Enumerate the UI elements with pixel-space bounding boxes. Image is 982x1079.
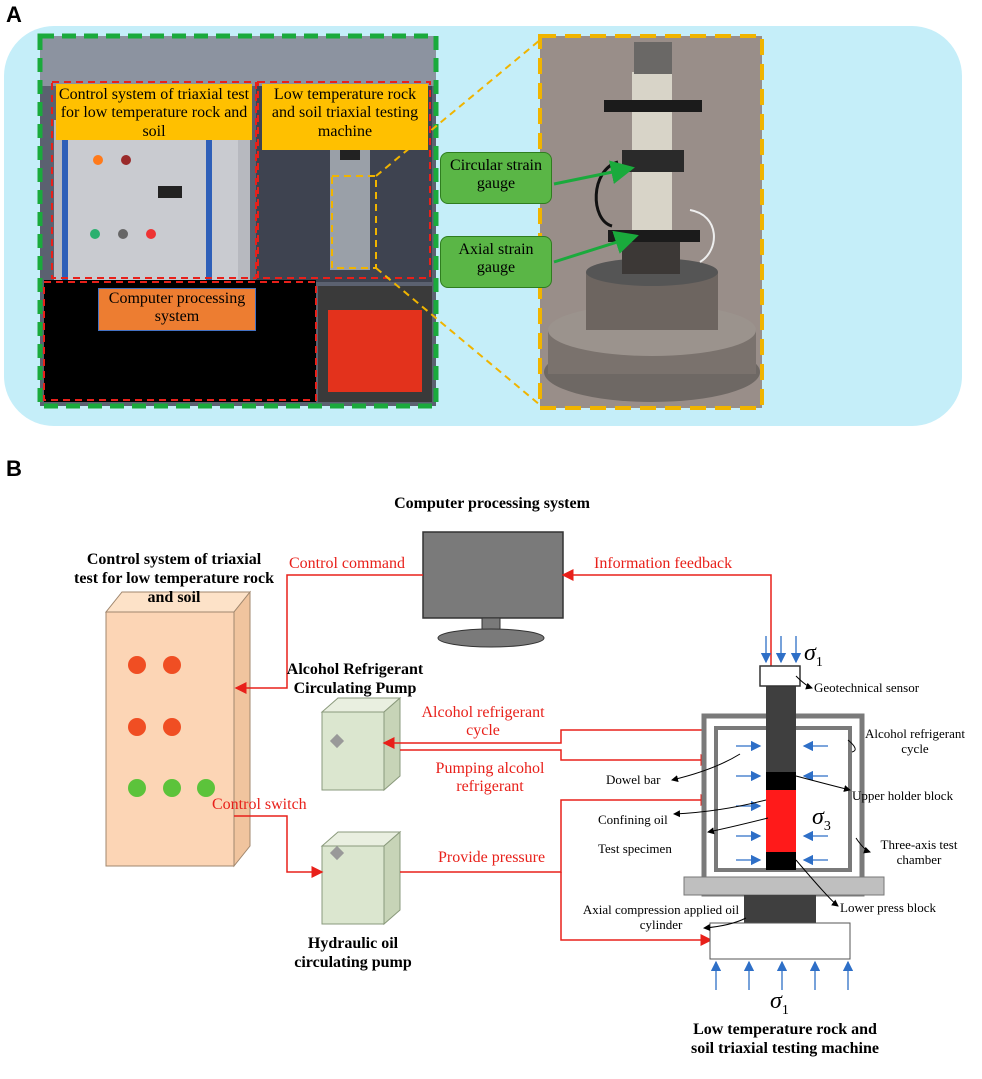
- flow-alcohol-cycle: Alcohol refrigerant cycle: [421, 704, 545, 739]
- part-geotechnical-sensor: Geotechnical sensor: [814, 680, 920, 695]
- part-three-axis: Three-axis test chamber: [880, 837, 958, 867]
- label-testing-machine: Low temperature rock and soil triaxial t…: [262, 84, 428, 150]
- part-upper-holder: Upper holder block: [852, 788, 954, 803]
- red-dashed-computer: [43, 281, 317, 401]
- information-feedback-line: [561, 569, 772, 666]
- part-lower-press: Lower press block: [840, 900, 937, 915]
- alcohol-cycle-line: [382, 729, 711, 749]
- label-circular-gauge: Circular strain gauge: [440, 152, 552, 204]
- part-dowel-bar: Dowel bar: [606, 772, 661, 787]
- hydraulic-pump-box: [320, 830, 402, 926]
- specimen-shape: [766, 790, 796, 852]
- yellow-dashed-specimen: [331, 175, 377, 269]
- provide-pressure-line-lower: [560, 872, 713, 946]
- computer-monitor: [422, 531, 564, 648]
- red-dashed-control: [51, 81, 257, 279]
- sensor-shape: [759, 665, 801, 687]
- control-switch-line: [234, 815, 324, 878]
- hydraulic-pump-title: Hydraulic oil circulating pump: [294, 935, 412, 972]
- sigma1-top: σ1: [804, 640, 823, 670]
- sigma1-bottom: σ1: [770, 988, 789, 1018]
- lower-press-shape: [766, 852, 796, 870]
- red-dashed-machine: [257, 81, 431, 279]
- alcohol-pump-title: Alcohol Refrigerant Circulating Pump: [286, 661, 424, 698]
- label-axial-gauge: Axial strain gauge: [440, 236, 552, 288]
- machine-title: Low temperature rock and soil triaxial t…: [691, 1021, 879, 1058]
- pumping-alcohol-line: [400, 749, 713, 766]
- dowel-bar-shape: [766, 686, 796, 772]
- computer-title: Computer processing system: [394, 495, 590, 512]
- circular-gauge-arrow: [553, 160, 635, 186]
- part-axial-cylinder: Axial compression applied oil cylinder: [582, 902, 740, 932]
- green-dashed-frame: [37, 33, 439, 409]
- base-plate: [683, 876, 885, 896]
- part-test-specimen: Test specimen: [598, 841, 672, 856]
- alcohol-pump-box: [320, 696, 402, 792]
- provide-pressure-line: [400, 794, 713, 873]
- axial-cylinder-base: [709, 922, 851, 960]
- part-confining-oil: Confining oil: [598, 812, 668, 827]
- flow-provide-pressure: Provide pressure: [438, 849, 546, 866]
- flow-information-feedback: Information feedback: [594, 555, 733, 572]
- flow-control-command: Control command: [289, 555, 405, 572]
- panel-b-letter: B: [6, 456, 22, 481]
- cylinder-rod: [744, 895, 816, 923]
- sigma3: σ3: [812, 804, 831, 834]
- panel-a-photo-composite: [4, 26, 962, 426]
- part-alcohol-cycle: Alcohol refrigerant cycle: [865, 726, 965, 756]
- panel-b-schematic: [104, 531, 885, 990]
- flow-control-switch: Control switch: [212, 796, 307, 813]
- control-command-line: [234, 574, 423, 694]
- upper-holder-shape: [766, 772, 796, 790]
- control-system-title: Control system of triaxial test for low …: [74, 551, 274, 607]
- panel-a-letter: A: [6, 2, 22, 27]
- axial-gauge-arrow: [553, 230, 639, 264]
- control-system-box: [104, 590, 252, 868]
- label-control-system: Control system of triaxial test for low …: [56, 84, 252, 140]
- label-computer-system: Computer processing system: [98, 288, 256, 331]
- flow-pumping-alcohol: Pumping alcohol refrigerant: [435, 760, 545, 795]
- yellow-dashed-zoom-frame: [538, 34, 764, 410]
- testing-machine: [683, 665, 885, 960]
